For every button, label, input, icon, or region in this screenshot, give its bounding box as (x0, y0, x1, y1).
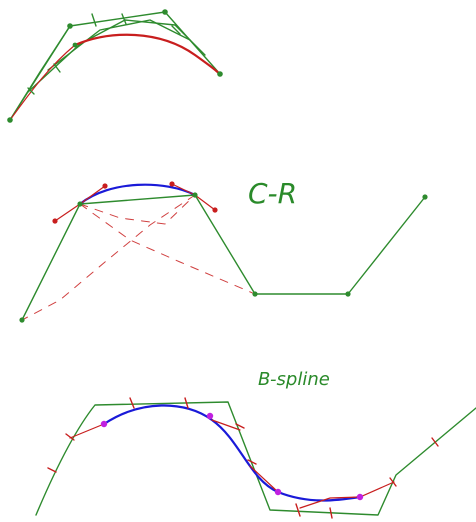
bs-tick (235, 423, 245, 429)
bs-tick (329, 507, 333, 519)
bezier-curve (73, 33, 222, 77)
bezier-tick (121, 13, 127, 25)
bezier-subdivision-line-2 (47, 19, 191, 71)
cr-control-point (422, 194, 428, 200)
bs-tick (431, 437, 439, 447)
bezier-control-polygon (9, 11, 221, 121)
cr-curve (78, 183, 197, 206)
bezier-control-point (162, 9, 168, 15)
bs-control-polygon (35, 401, 476, 516)
bs-tick (389, 477, 397, 487)
bs-tangent-lines (69, 419, 395, 509)
bs-knot-point (206, 412, 214, 420)
cr-control-polygon (21, 194, 426, 321)
bezier-control-point (67, 23, 73, 29)
bs-tick (129, 397, 135, 409)
bezier-curve-tail (9, 44, 76, 121)
cr-chord-dashed-3 (79, 203, 256, 295)
bezier-control-point (7, 117, 13, 123)
bs-tick (47, 467, 57, 473)
bezier-curve-point (72, 42, 78, 48)
cr-chord-dashed-2 (21, 194, 196, 321)
cr-control-point (77, 201, 83, 207)
cr-control-point (345, 291, 351, 297)
bs-knot-point (274, 488, 282, 496)
catmull-rom-diagram: C-R (19, 177, 428, 323)
bezier-tick (27, 87, 35, 95)
b-spline-label: B-spline (258, 369, 330, 390)
cr-control-point (19, 317, 25, 323)
cr-tangent-end (52, 218, 58, 224)
bs-spline-curve (102, 404, 362, 502)
bezier-diagram (7, 9, 223, 123)
bezier-subdivision-line-1 (27, 19, 206, 93)
bezier-tick (91, 13, 97, 27)
bezier-control-point (217, 71, 223, 77)
bezier-tick (53, 63, 61, 73)
cr-tangent-end (212, 207, 218, 213)
bs-knot-point (356, 493, 364, 501)
bs-tick (295, 503, 301, 517)
cr-chord-dashed-1 (79, 194, 196, 225)
cr-control-point (252, 291, 258, 297)
cr-tangent-end (169, 181, 175, 187)
bezier-tick (171, 25, 181, 35)
bs-tick (184, 397, 189, 409)
cr-tangent-end (102, 183, 108, 189)
bs-knot-point (100, 420, 108, 428)
b-spline-diagram: B-spline (35, 369, 476, 519)
catmull-rom-label: C-R (248, 177, 297, 210)
cr-control-point (192, 192, 198, 198)
bs-tick (65, 433, 75, 441)
bezier-hull-line-1 (9, 25, 71, 121)
bs-tick (247, 459, 257, 465)
